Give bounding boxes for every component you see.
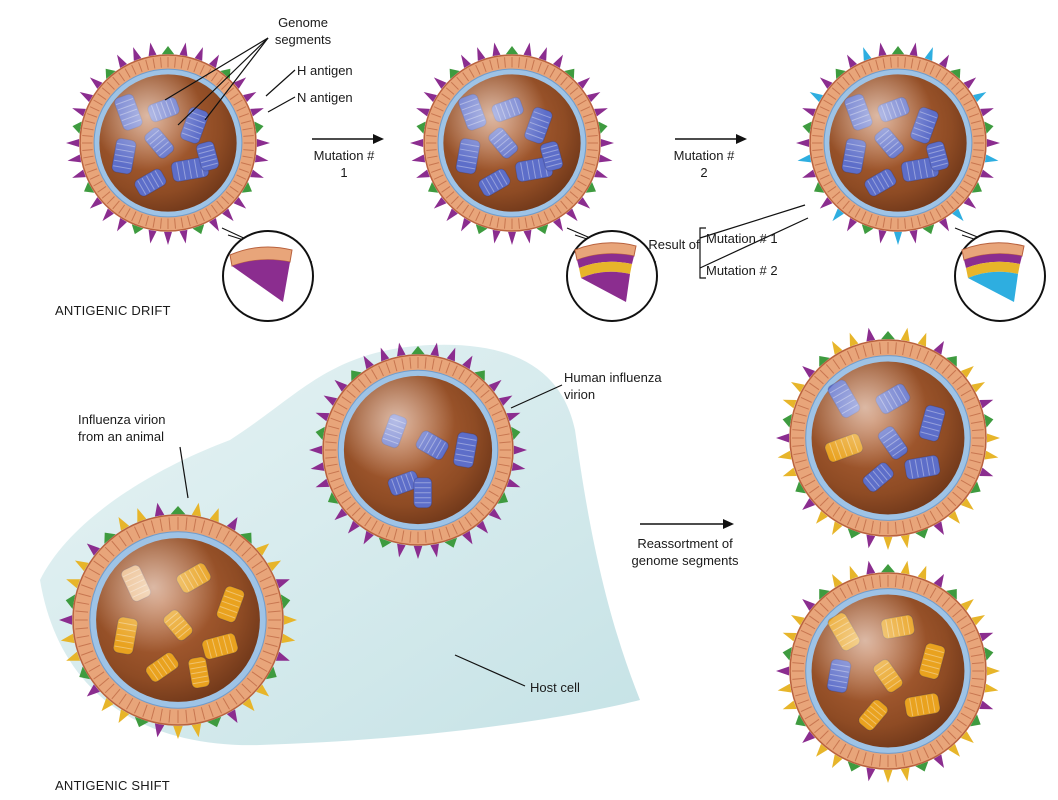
label-mutation-1: Mutation # 1 [313,148,375,180]
label-result-mutation-2: Mutation # 2 [706,263,778,278]
arrow-reassortment [640,519,734,529]
arrow-mutation-1 [312,134,384,144]
section-title-antigenic-drift: ANTIGENIC DRIFT [55,303,171,318]
section-title-antigenic-shift: ANTIGENIC SHIFT [55,778,170,793]
virion-human-budding [309,342,527,559]
virion-reassorted-2 [776,560,1000,783]
virion-original [66,42,270,245]
virion-after-mutation-2 [796,42,1000,245]
virion-animal [59,502,297,739]
label-h-antigen: H antigen [297,63,353,78]
virion-reassorted-1 [776,327,1000,550]
magnifier-inset-1 [221,227,314,322]
label-host-cell: Host cell [530,680,580,695]
magnifier-inset-2 [566,227,658,322]
label-n-antigen: N antigen [297,90,353,105]
magnifier-inset-3 [954,227,1046,322]
virion-after-mutation-1 [410,42,614,245]
leader-lines [164,37,809,687]
label-reassortment: Reassortment of genome segments [631,536,739,568]
arrow-mutation-2 [675,134,747,144]
label-influenza-virion-from-animal: Influenza virion from an animal [78,412,166,444]
label-mutation-2: Mutation # 2 [673,148,735,180]
label-result-mutation-1: Mutation # 1 [706,231,778,246]
label-result-of: Result of [648,237,700,252]
result-bracket [699,227,706,279]
label-human-influenza-virion: Human influenza virion [564,370,662,402]
label-genome-segments: Genome segments [274,15,332,47]
